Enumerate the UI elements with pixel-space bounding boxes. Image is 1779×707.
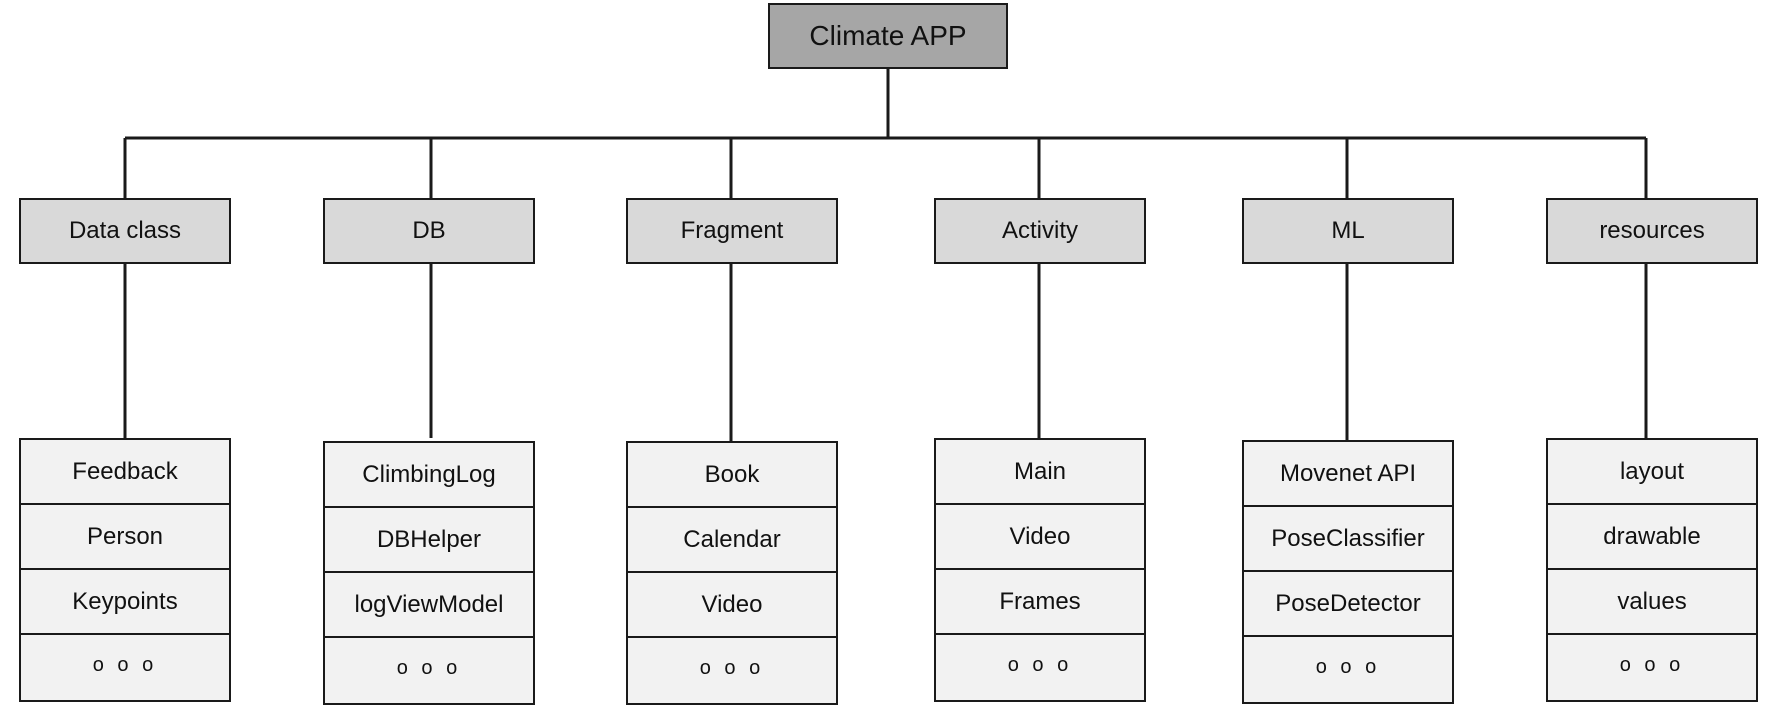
category-node-data-class: Data class	[19, 198, 231, 264]
list-item: Book	[628, 443, 836, 508]
item-list-activity: Main Video Frames o o o	[934, 438, 1146, 702]
category-node-resources: resources	[1546, 198, 1758, 264]
list-item: logViewModel	[325, 573, 533, 638]
list-item: Keypoints	[21, 570, 229, 635]
list-item-ellipsis: o o o	[92, 654, 158, 676]
category-node-ml: ML	[1242, 198, 1454, 264]
list-item: Person	[21, 505, 229, 570]
list-item-ellipsis: o o o	[1619, 654, 1685, 676]
list-item-ellipsis: o o o	[396, 657, 462, 679]
category-node-fragment: Fragment	[626, 198, 838, 264]
list-item: PoseClassifier	[1244, 507, 1452, 572]
item-list-db: ClimbingLog DBHelper logViewModel o o o	[323, 441, 535, 705]
category-label: ML	[1331, 217, 1365, 244]
root-node-climate-app: Climate APP	[768, 3, 1008, 69]
list-item: Video	[936, 505, 1144, 570]
item-list-fragment: Book Calendar Video o o o	[626, 441, 838, 705]
list-item-ellipsis: o o o	[1007, 654, 1073, 676]
item-list-resources: layout drawable values o o o	[1546, 438, 1758, 702]
list-item-ellipsis: o o o	[699, 657, 765, 679]
list-item: Video	[628, 573, 836, 638]
category-node-db: DB	[323, 198, 535, 264]
category-label: Fragment	[680, 217, 784, 244]
list-item: DBHelper	[325, 508, 533, 573]
item-list-data-class: Feedback Person Keypoints o o o	[19, 438, 231, 702]
category-label: DB	[412, 217, 446, 244]
list-item: ClimbingLog	[325, 443, 533, 508]
list-item: drawable	[1548, 505, 1756, 570]
category-label: Data class	[68, 217, 182, 244]
list-item: Main	[936, 440, 1144, 505]
list-item: values	[1548, 570, 1756, 635]
category-node-activity: Activity	[934, 198, 1146, 264]
category-label: resources	[1599, 217, 1705, 244]
root-label: Climate APP	[809, 20, 967, 51]
list-item: layout	[1548, 440, 1756, 505]
list-item-ellipsis: o o o	[1315, 656, 1381, 678]
list-item: Frames	[936, 570, 1144, 635]
category-label: Activity	[1001, 217, 1078, 244]
list-item: Movenet API	[1244, 442, 1452, 507]
list-item: PoseDetector	[1244, 572, 1452, 637]
item-list-ml: Movenet API PoseClassifier PoseDetector …	[1242, 440, 1454, 704]
list-item: Feedback	[21, 440, 229, 505]
list-item: Calendar	[628, 508, 836, 573]
